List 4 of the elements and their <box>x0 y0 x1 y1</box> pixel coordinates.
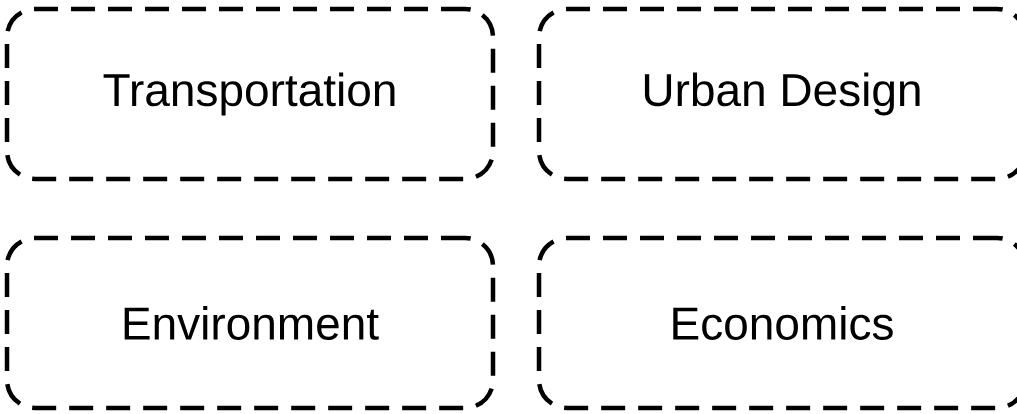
dashed-box: Economics <box>536 235 1017 411</box>
dashed-box: Urban Design <box>536 6 1017 182</box>
dashed-box: Environment <box>4 235 496 411</box>
dashed-box: Transportation <box>4 6 496 182</box>
